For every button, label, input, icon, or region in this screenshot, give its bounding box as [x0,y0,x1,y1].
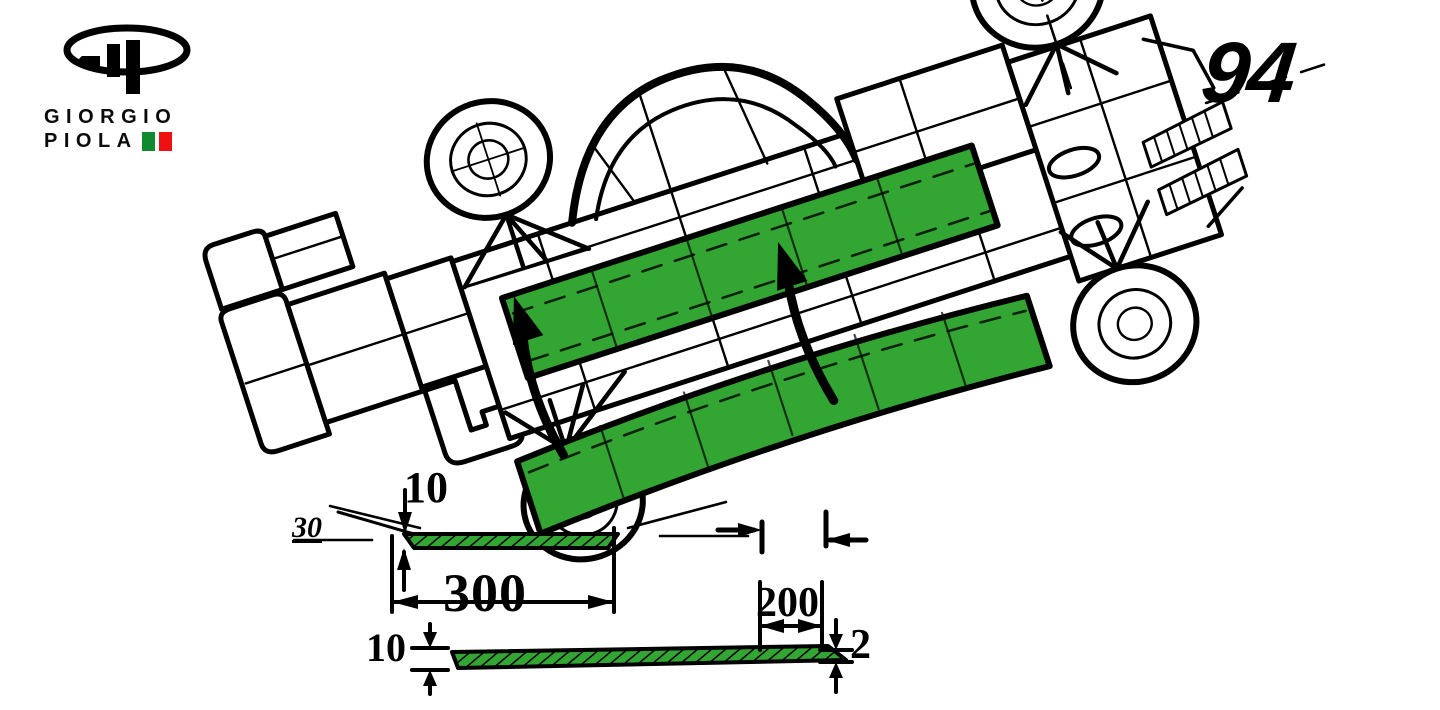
upper-skirt-panel [498,142,1001,381]
car-assembly [202,0,1326,563]
logo-line-giorgio: GIORGIO [44,106,178,128]
italian-flag-icon [141,131,172,151]
span-200-dimension [758,580,824,652]
centre-lines [1015,0,1326,105]
wheel-front-left [423,98,554,221]
thickness-10-arrow [398,488,412,534]
plank-side-profile-detail [410,580,854,696]
width-300-dimension [390,526,616,614]
dimension-label-chamfer-angle: 30 [292,511,322,544]
motion-arrow-left [512,296,568,460]
suspension-wishbones [462,37,1244,452]
thickness-10-left [410,622,450,696]
giorgio-piola-logo: GIORGIO PIOLA [44,22,224,153]
thickness-2-right [818,618,854,694]
projection-arrows [715,509,869,555]
dimension-label-thickness-front: 10 [366,625,406,670]
logo-line-piola: PIOLA [44,129,138,152]
diffuser-fins [1141,100,1249,217]
engine-cover-arch [568,62,861,227]
cross-section-body [402,532,620,550]
dimension-label-thickness-rear: 2 [850,622,871,668]
side-profile-body [450,644,848,670]
lower-skirt-panel [514,292,1053,537]
dimension-label-thickness-top: 10 [404,463,448,512]
plank-cross-section-detail [292,488,869,614]
dimension-label-width: 300 [443,563,527,623]
motion-arrow-right [777,242,839,406]
logo-wordmark: GIORGIO PIOLA [44,106,224,153]
gp-monogram-icon [63,24,191,94]
dimension-label-taper-length: 200 [756,580,819,626]
